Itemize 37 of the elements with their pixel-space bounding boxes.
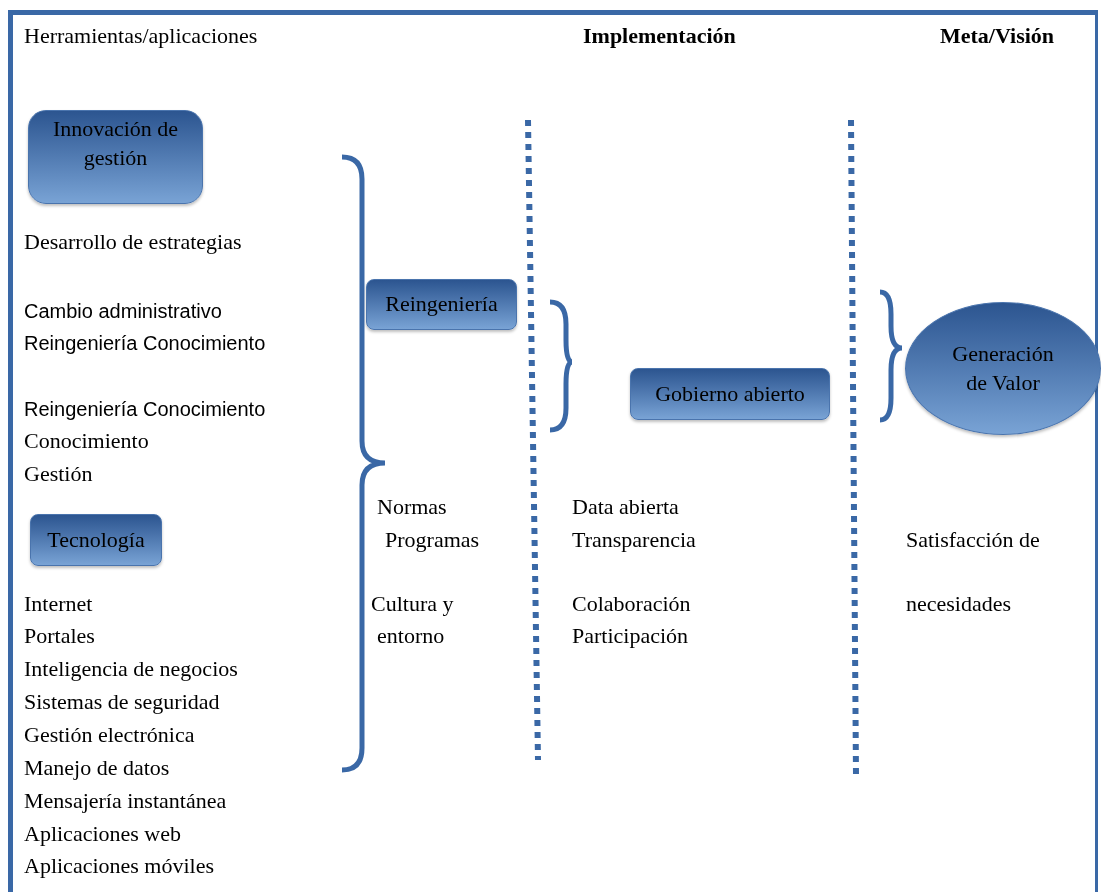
list-item: Cultura y: [371, 590, 454, 618]
list-item: Normas: [377, 493, 447, 521]
list-item: Sistemas de seguridad: [24, 688, 220, 716]
list-item: Aplicaciones web: [24, 820, 181, 848]
rounded-box: [28, 110, 203, 204]
list-item: Portales: [24, 622, 95, 650]
list-item: Satisfacción de: [906, 526, 1040, 554]
list-item: Reingeniería Conocimiento: [24, 331, 266, 356]
list-item: Aplicaciones móviles: [24, 852, 214, 880]
node-label: Innovación de gestión: [51, 115, 180, 172]
list-item: Reingeniería Conocimiento: [24, 397, 266, 422]
list-item: Mensajería instantánea: [24, 787, 227, 815]
column-heading: Implementación: [583, 22, 736, 50]
list-item: Transparencia: [572, 526, 696, 554]
node-label: Reingeniería: [384, 290, 499, 319]
list-item: Manejo de datos: [24, 754, 170, 782]
column-heading: Meta/Visión: [940, 22, 1055, 50]
list-item: Colaboración: [572, 590, 691, 618]
list-item: Inteligencia de negocios: [24, 655, 238, 683]
node-label: Tecnología: [46, 525, 146, 554]
list-item: Internet: [24, 590, 93, 618]
list-item: necesidades: [906, 590, 1012, 618]
list-item: Data abierta: [572, 493, 679, 521]
list-item: Cambio administrativo: [24, 299, 222, 324]
rounded-box: [630, 368, 830, 420]
node-label: Gobierno abierto: [654, 379, 806, 408]
rounded-box: [366, 279, 517, 330]
list-item: Gestión electrónica: [24, 721, 195, 749]
node-label: Generación de Valor: [951, 339, 1055, 397]
column-heading: Herramientas/aplicaciones: [24, 22, 258, 50]
list-item: Participación: [572, 622, 689, 650]
list-item: Conocimiento: [24, 427, 149, 455]
list-item: Desarrollo de estrategias: [24, 228, 242, 256]
list-item: Gestión: [24, 460, 93, 488]
list-item: Programas: [385, 526, 480, 554]
rounded-box: [30, 514, 162, 566]
list-item: entorno: [377, 622, 445, 650]
